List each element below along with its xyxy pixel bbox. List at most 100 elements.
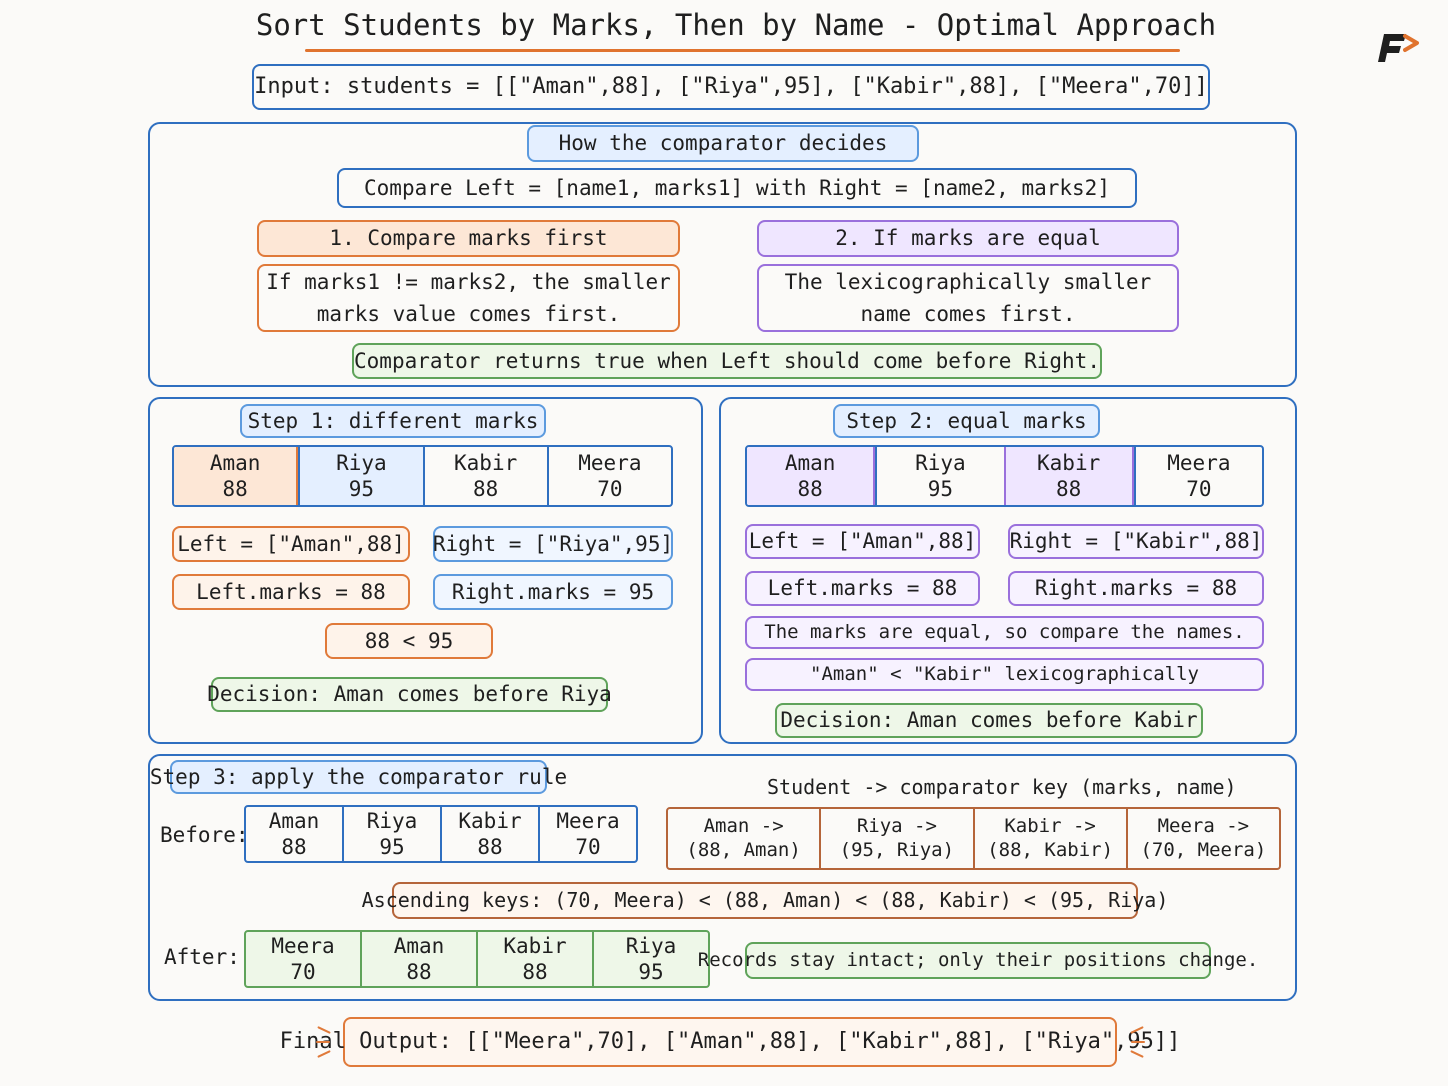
before-array: Aman 88 Riya 95 Kabir 88 Meera 70 [244, 805, 638, 863]
array-cell: Meera 70 [546, 447, 671, 505]
cell-name: Riya [915, 450, 966, 475]
key-line1: Meera -> [1157, 814, 1250, 837]
returns-true-note: Comparator returns true when Left should… [352, 343, 1102, 379]
step1-left-marks: Left.marks = 88 [172, 574, 410, 610]
cell-marks: 88 [1055, 477, 1082, 501]
cell-name: Meera [271, 933, 335, 958]
step2-panel [719, 397, 1297, 744]
key-cell: Meera -> (70, Meera) [1125, 809, 1279, 868]
array-cell: Riya 95 [875, 447, 1003, 505]
step1-left: Left = ["Aman",88] [172, 526, 410, 562]
cell-marks: 88 [797, 477, 823, 501]
rule2-body-line2: name comes first. [860, 302, 1076, 326]
cell-marks: 70 [1186, 477, 1212, 501]
step2-left-marks: Left.marks = 88 [745, 571, 980, 606]
array-cell: Riya 95 [342, 807, 440, 861]
key-table: Aman -> (88, Aman) Riya -> (95, Riya) Ka… [666, 807, 1281, 870]
comparator-header: How the comparator decides [527, 125, 919, 162]
cell-marks: 88 [406, 960, 432, 984]
cell-marks: 70 [575, 835, 601, 859]
cell-name: Aman [784, 450, 836, 475]
compare-line: Compare Left = [name1, marks1] with Righ… [337, 168, 1137, 208]
step2-decision: Decision: Aman comes before Kabir [775, 703, 1203, 738]
rule1-body-line1: If marks1 != marks2, the smaller [266, 269, 671, 294]
cell-marks: 95 [638, 960, 664, 984]
step3-header: Step 3: apply the comparator rule [150, 760, 567, 794]
array-cell: Aman 88 [246, 807, 342, 861]
rule1-body: If marks1 != marks2, the smaller marks v… [257, 264, 680, 332]
cell-marks: 70 [290, 960, 316, 984]
cell-marks: 88 [281, 835, 307, 859]
key-line1: Riya -> [856, 814, 937, 837]
before-label: Before: [160, 823, 249, 847]
step1-comparison: 88 < 95 [325, 623, 493, 659]
page-title: Sort Students by Marks, Then by Name - O… [255, 8, 1217, 42]
rule1-body-line2: marks value comes first. [316, 302, 621, 326]
cell-name: Kabir [458, 808, 522, 833]
array-cell: Kabir 88 [1003, 447, 1134, 505]
cell-marks: 95 [348, 477, 375, 501]
cell-name: Kabir [1037, 450, 1101, 475]
rule2-title: 2. If marks are equal [757, 220, 1179, 257]
key-cell: Riya -> (95, Riya) [819, 809, 972, 868]
step2-note: The marks are equal, so compare the name… [745, 616, 1264, 649]
rule2-body-line1: The lexicographically smaller [784, 269, 1152, 294]
step1-decision: Decision: Aman comes before Riya [207, 677, 612, 712]
step2-lexi: "Aman" < "Kabir" lexicographically [745, 658, 1264, 691]
cell-name: Kabir [503, 933, 567, 958]
cell-marks: 95 [927, 477, 954, 501]
cell-name: Kabir [454, 450, 518, 475]
array-cell: Meera 70 [1133, 447, 1262, 505]
brand-logo [1378, 34, 1419, 62]
array-cell: Kabir 88 [422, 447, 547, 505]
cell-marks: 70 [597, 477, 623, 501]
cell-name: Meera [578, 450, 642, 475]
cell-marks: 88 [472, 477, 499, 501]
rule2-body: The lexicographically smaller name comes… [757, 264, 1179, 332]
array-cell: Meera 70 [538, 807, 636, 861]
cell-name: Riya [336, 450, 387, 475]
step1-header: Step 1: different marks [240, 404, 546, 438]
step1-panel [148, 397, 703, 744]
array-cell: Aman 88 [360, 932, 476, 986]
step1-right-marks: Right.marks = 95 [433, 574, 673, 610]
spark-decoration [316, 1041, 330, 1043]
step2-right: Right = ["Kabir",88] [1008, 524, 1264, 559]
key-cell: Kabir -> (88, Kabir) [972, 809, 1126, 868]
array-cell: Aman 88 [747, 447, 876, 505]
cell-name: Aman [209, 450, 261, 475]
key-line2: (88, Aman) [686, 838, 801, 861]
step2-array: Aman 88 Riya 95 Kabir 88 Meera 70 [745, 445, 1264, 507]
cell-marks: 88 [477, 835, 503, 859]
array-cell: Meera 70 [246, 932, 360, 986]
step3-panel [148, 754, 1297, 1001]
ascending-keys: Ascending keys: (70, Meera) < (88, Aman)… [362, 882, 1168, 919]
cell-name: Aman [268, 808, 320, 833]
array-cell: Riya 95 [298, 447, 423, 505]
cell-name: Meera [1167, 450, 1231, 475]
cell-marks: 95 [379, 835, 405, 859]
array-cell: Riya 95 [592, 932, 708, 986]
step2-header: Step 2: equal marks [833, 404, 1100, 438]
array-cell: Aman 88 [174, 447, 299, 505]
spark-decoration [1131, 1041, 1145, 1043]
key-cell: Aman -> (88, Aman) [668, 809, 819, 868]
key-title: Student -> comparator key (marks, name) [767, 775, 1237, 799]
key-line2: (95, Riya) [839, 838, 955, 861]
step1-array: Aman 88 Riya 95 Kabir 88 Meera 70 [172, 445, 673, 507]
cell-name: Riya [366, 808, 418, 833]
array-cell: Kabir 88 [476, 932, 592, 986]
cell-marks: 88 [522, 960, 548, 984]
after-array: Meera 70 Aman 88 Kabir 88 Riya 95 [244, 930, 710, 988]
title-underline [305, 49, 1180, 52]
cell-name: Aman [393, 933, 445, 958]
comparator-panel [148, 122, 1297, 387]
step2-left: Left = ["Aman",88] [745, 524, 980, 559]
records-note: Records stay intact; only their position… [698, 942, 1258, 979]
array-cell: Kabir 88 [440, 807, 538, 861]
final-output: Final Output: [["Meera",70], ["Aman",88]… [280, 1017, 1180, 1067]
input-box: Input: students = [["Aman",88], ["Riya",… [252, 64, 1210, 110]
rule1-title: 1. Compare marks first [257, 220, 680, 257]
key-line2: (70, Meera) [1140, 838, 1267, 861]
cell-name: Meera [556, 808, 620, 833]
